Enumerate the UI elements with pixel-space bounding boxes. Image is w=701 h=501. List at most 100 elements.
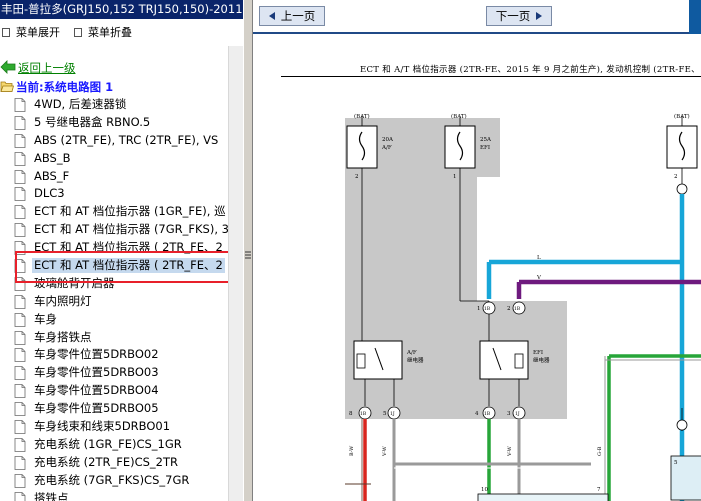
tree-item[interactable]: ABS (2TR_FE), TRC (2TR_FE), VS [0, 132, 228, 150]
tree-item[interactable]: 车身零件位置5DRBO03 [0, 364, 228, 382]
document-icon [14, 420, 26, 434]
document-icon [14, 98, 26, 112]
tree-item[interactable]: 车身线束和线束5DRBO01 [0, 418, 228, 436]
highlight-annotation [15, 251, 244, 283]
document-icon [14, 402, 26, 417]
current-location-label: 当前:系统电路图 1 [16, 80, 114, 94]
diagram-title: ECT 和 A/T 档位指示器 (2TR-FE、2015 年 9 月之前生产),… [360, 65, 700, 75]
svg-text:2: 2 [674, 174, 678, 180]
next-page-label: 下一页 [495, 9, 531, 23]
document-icon [14, 348, 26, 363]
relay1-type: 继电器 [407, 356, 424, 364]
ecu-box-bottom [477, 493, 609, 501]
fuse-symbol-1 [358, 131, 366, 161]
svg-text:G-B: G-B [597, 446, 603, 456]
tree-item-label: ECT 和 AT 档位指示器 ( 2TR_FE、2 [34, 240, 223, 255]
document-icon [14, 187, 26, 202]
menu-icon [2, 28, 10, 37]
tree-item[interactable]: ABS_F [0, 168, 228, 186]
svg-text:2: 2 [507, 306, 511, 312]
svg-text:1B: 1B [514, 306, 521, 312]
document-icon [14, 277, 26, 291]
tree-item[interactable]: 车身搭铁点 [0, 329, 228, 347]
tree-item[interactable]: ECT 和 AT 档位指示器 (7GR_FKS), 3 [0, 221, 229, 239]
back-link[interactable]: 返回上一级 [0, 60, 76, 76]
document-icon [14, 330, 26, 345]
menu-expand-label: 菜单展开 [16, 26, 60, 39]
tree-item-label: 车身零件位置5DRBO03 [34, 365, 159, 380]
document-icon [14, 384, 26, 399]
svg-text:4: 4 [475, 411, 479, 417]
wiring-diagram[interactable]: ECT 和 A/T 档位指示器 (2TR-FE、2015 年 9 月之前生产),… [253, 36, 701, 501]
svg-text:1B: 1B [484, 306, 491, 312]
document-icon [14, 133, 26, 148]
back-link-label: 返回上一级 [18, 61, 76, 75]
window-title: 丰田-普拉多(GRJ150,152 TRJ150,150)-2011- [0, 0, 253, 19]
fuse1-name: A/F [381, 145, 392, 151]
tree-item-label: DLC3 [34, 186, 65, 201]
tree-item[interactable]: 充电系统 (1GR_FE)CS_1GR [0, 436, 228, 454]
svg-text:1B: 1B [360, 411, 367, 417]
menu-collapse-button[interactable]: 菜单折叠 [74, 26, 132, 40]
prev-page-label: 上一页 [280, 9, 316, 23]
tree-item-label: ECT 和 AT 档位指示器 (7GR_FKS), 3 [34, 222, 229, 237]
tree-item-label: 车身线束和线束5DRBO01 [34, 419, 171, 434]
tree-item[interactable]: 车身零件位置5DRBO02 [0, 346, 228, 364]
nav-accent-strip [689, 0, 701, 34]
tree-item[interactable]: 充电系统 (7GR_FKS)CS_7GR [0, 472, 228, 490]
svg-text:3: 3 [507, 411, 511, 417]
svg-text:1: 1 [453, 174, 457, 180]
svg-text:V-W: V-W [382, 445, 388, 457]
document-icon [14, 169, 26, 184]
svg-text:V-W: V-W [507, 445, 513, 457]
vertical-scrollbar[interactable] [228, 46, 243, 501]
svg-text:8: 8 [349, 411, 353, 417]
diagram-title-rule [281, 76, 701, 77]
tree-item[interactable]: 4WD, 后差速器锁 [0, 96, 228, 114]
tree-item[interactable]: 车内照明灯 [0, 293, 228, 311]
svg-text:1B: 1B [484, 411, 491, 417]
document-icon [14, 438, 26, 452]
relay2-name: EFI [533, 350, 543, 356]
tree-item-label: 车内照明灯 [34, 293, 92, 308]
tree-item-label: ECT 和 AT 档位指示器 (1GR_FE), 巡 [34, 204, 226, 219]
fuse2-name: EFI [480, 145, 490, 151]
tree-item[interactable]: 5 号继电器盒 RBNO.5 [0, 114, 228, 132]
svg-text:1J: 1J [390, 411, 395, 417]
svg-text:10: 10 [481, 487, 488, 493]
tree-item-label: 充电系统 (1GR_FE)CS_1GR [34, 436, 182, 451]
back-arrow-icon [0, 60, 16, 74]
fuse-symbol-3 [678, 131, 686, 161]
document-icon [14, 223, 26, 238]
tree-item[interactable]: 车身零件位置5DRBO04 [0, 382, 228, 400]
tree-item[interactable]: DLC3 [0, 185, 228, 203]
menu-expand-button[interactable]: 菜单展开 [2, 26, 60, 40]
fuse1-rating: 20A [382, 137, 394, 143]
tree-item[interactable]: ECT 和 AT 档位指示器 (1GR_FE), 巡 [0, 203, 228, 221]
pane-splitter[interactable] [243, 0, 253, 501]
tree-item-label: 车身搭铁点 [34, 329, 92, 344]
next-page-button[interactable]: 下一页 [486, 6, 552, 26]
tree-item[interactable]: 充电系统 (2TR_FE)CS_2TR [0, 454, 228, 472]
document-icon [14, 312, 26, 327]
tree-item-label: 车身 [34, 311, 57, 326]
tree-item-label: ABS (2TR_FE), TRC (2TR_FE), VS [34, 132, 219, 147]
wiring-diagram-canvas: (BAT) (BAT) (BAT) 20A A/F 25A EFI 2 1 2 [345, 113, 701, 501]
document-icon [14, 455, 26, 470]
component-box-right [670, 455, 701, 501]
relay2-type: 继电器 [533, 356, 550, 364]
tree-item[interactable]: ECT 和 AT 档位指示器 ( 2TR_FE、2 [0, 257, 228, 275]
svg-text:5: 5 [674, 460, 678, 466]
tree-item-label: 车身零件位置5DRBO04 [34, 383, 159, 398]
bat-label-2: (BAT) [451, 113, 467, 120]
tree-item[interactable]: ABS_B [0, 150, 228, 168]
tree-item[interactable]: 车身零件位置5DRBO05 [0, 400, 228, 418]
tree-item[interactable]: 车身 [0, 311, 228, 329]
svg-text:2: 2 [355, 174, 359, 180]
wire-l-label: L [537, 255, 541, 261]
right-pane: 上一页 下一页 ECT 和 A/T 档位指示器 (2TR-FE、2015 年 9… [253, 0, 701, 501]
grip-icon [245, 251, 251, 259]
tree-item[interactable]: 搭铁点 [0, 490, 228, 501]
prev-page-button[interactable]: 上一页 [259, 6, 325, 26]
